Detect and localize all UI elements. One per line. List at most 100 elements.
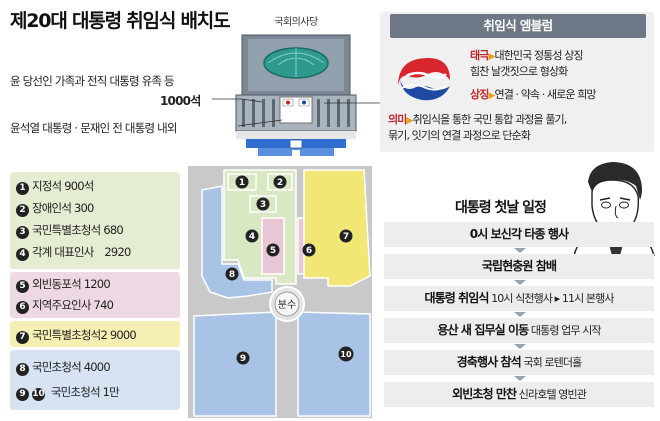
emblem-taegeuk-line1: 태극▶대한민국 정통성 상징 xyxy=(470,47,584,63)
down-arrow-icon xyxy=(514,312,526,317)
zone-badge-6 xyxy=(302,243,316,257)
legend-label: 국민특별초청석2 xyxy=(32,328,108,342)
legend-value: 9000 xyxy=(109,328,137,342)
schedule-item-bold: 용산 새 집무실 이동 xyxy=(437,323,529,337)
emblem-taegeuk-key: 태극 xyxy=(470,49,489,62)
note-family-count: 1000석 xyxy=(160,94,201,108)
emblem-symbol-text: 연결 · 약속 · 새로운 희망 xyxy=(494,88,596,101)
zone-label-6: 6 xyxy=(306,246,312,256)
note-presidents: 윤석열 대통령 · 문재인 전 대통령 내외 xyxy=(10,121,177,135)
legend-value: 300 xyxy=(73,201,94,215)
legend-label: 국민초청석 xyxy=(32,360,82,374)
zone-10 xyxy=(297,311,371,417)
schedule-item-bold: 대통령 취임식 xyxy=(424,291,489,305)
legend-value: 2920 xyxy=(104,245,131,259)
legend-number: 8 xyxy=(16,363,29,376)
legend-group-green xyxy=(10,172,180,269)
legend-label: 외빈동포석 xyxy=(32,277,82,291)
zone-badge-4 xyxy=(245,229,259,243)
legend-label: 국민특별초청석 xyxy=(32,223,101,237)
schedule-item-detail: 국회 로텐더홀 xyxy=(520,356,582,369)
legend-number: 9 xyxy=(16,388,29,401)
legend-number: 6 xyxy=(16,301,29,314)
building-label: 국회의사당 xyxy=(274,17,318,28)
zone-badge-2 xyxy=(273,175,287,189)
zone-label-3: 3 xyxy=(260,200,266,210)
zone-label-9: 9 xyxy=(240,354,246,364)
schedule-item-1: 0시 보신각 타종 행사 xyxy=(384,222,654,247)
schedule-item-bold: 0시 보신각 타종 행사 xyxy=(469,227,569,241)
legend-group-yellow xyxy=(10,321,180,347)
fountain-inner xyxy=(274,291,300,317)
emblem-symbol-key: 상징 xyxy=(470,88,489,101)
zone-9 xyxy=(193,311,277,417)
legend-number: 10 xyxy=(32,388,45,401)
emblem-taegeuk-text2: 힘찬 날갯짓으로 형상화 xyxy=(470,65,568,78)
legend-value: 680 xyxy=(103,223,123,237)
fountain-label: 분수 xyxy=(278,299,296,311)
legend-group-pink xyxy=(10,272,180,318)
inauguration-emblem-icon xyxy=(398,58,450,101)
legend-number: 7 xyxy=(16,331,29,344)
legend-label: 지정석 xyxy=(32,179,62,193)
emblem-meaning-text2: 묶기, 잇기의 연결 과정으로 단순화 xyxy=(388,129,531,142)
triangle-icon: ▶ xyxy=(406,116,413,126)
national-assembly-building-illustration xyxy=(235,34,357,156)
schedule-item-bold: 경축행사 참석 xyxy=(456,355,522,369)
legend-number: 3 xyxy=(16,226,29,239)
schedule-item-detail: 10시 식전행사 ▸ 11시 본행사 xyxy=(488,292,614,305)
schedule-item-6: 외빈초청 만찬 신라호텔 영빈관 xyxy=(384,382,654,407)
triangle-icon: ▶ xyxy=(488,52,495,62)
legend-value: 900석 xyxy=(64,179,94,193)
emblem-meaning-text1: 취임식을 통한 국민 통합 과정을 풀기, xyxy=(412,113,567,126)
down-arrow-icon xyxy=(514,248,526,253)
emblem-meaning-key: 의미 xyxy=(388,113,407,126)
legend-number: 2 xyxy=(16,204,29,217)
note-family: 윤 당선인 가족과 전직 대통령 유족 등 xyxy=(10,74,175,88)
zone-7 xyxy=(303,169,371,287)
legend-number: 4 xyxy=(16,248,29,261)
legend-label: 지역주요인사 xyxy=(32,298,91,312)
zone-badge-1 xyxy=(235,175,249,189)
legend-value: 1만 xyxy=(102,385,120,399)
zone-label-1: 1 xyxy=(239,178,245,188)
legend-number: 5 xyxy=(16,280,29,293)
schedule-item-2: 국립현충원 참배 xyxy=(384,254,654,279)
zone-badge-8 xyxy=(225,267,239,281)
zone-badge-3 xyxy=(256,197,270,211)
zone-badge-10 xyxy=(338,346,354,362)
triangle-icon: ▶ xyxy=(488,91,495,101)
zone-label-4: 4 xyxy=(249,232,255,242)
legend-label: 국민초청석 xyxy=(50,385,101,399)
schedule-item-4: 용산 새 집무실 이동 대통령 업무 시작 xyxy=(384,318,654,343)
emblem-meaning-line1: 의미▶취임식을 통한 국민 통합 과정을 풀기, xyxy=(388,111,567,127)
zone-8 xyxy=(201,185,273,299)
schedule-item-bold: 국립현충원 참배 xyxy=(481,259,557,273)
zone-label-5: 5 xyxy=(270,246,276,256)
zone-badge-5 xyxy=(266,243,280,257)
legend-label: 각계 대표인사 xyxy=(32,245,94,259)
legend-value: 4000 xyxy=(83,360,111,374)
emblem-header: 취임식 엠블럼 xyxy=(390,14,646,38)
zone-badge-9 xyxy=(236,351,250,365)
seating-map: 분수 1 2 3 4 5 6 7 8 9 10 xyxy=(188,166,372,418)
schedule-item-detail: 대통령 업무 시작 xyxy=(528,324,602,337)
legend-value: 1200 xyxy=(83,277,111,291)
page-title: 제20대 대통령 취임식 배치도 xyxy=(10,10,231,32)
down-arrow-icon xyxy=(514,376,526,381)
legend-label: 장애인석 xyxy=(32,201,72,215)
zone-label-10: 10 xyxy=(340,350,352,359)
zone-label-7: 7 xyxy=(343,232,349,242)
legend-value: 740 xyxy=(93,298,114,312)
down-arrow-icon xyxy=(514,280,526,285)
schedule-title: 대통령 첫날 일정 xyxy=(455,200,547,216)
